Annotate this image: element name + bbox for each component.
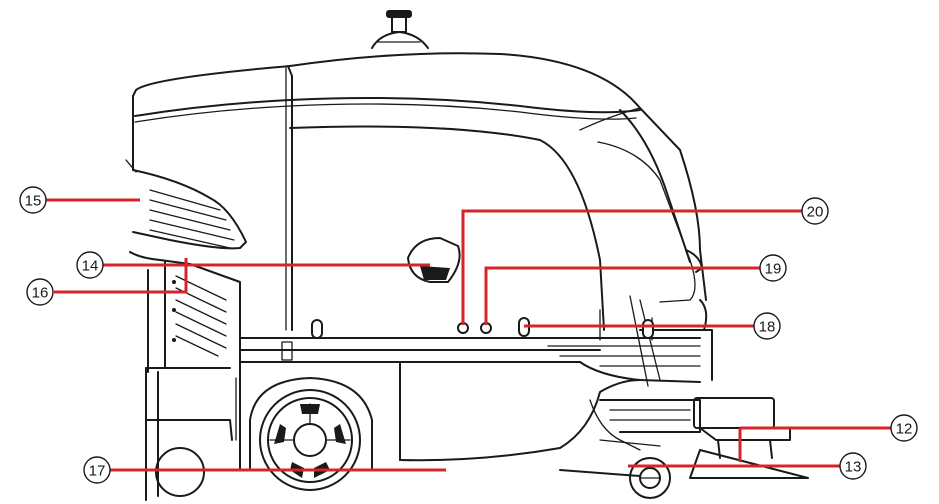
- roof-beacon: [371, 10, 429, 49]
- side-lamp: [407, 237, 461, 283]
- callout-15: 15: [19, 186, 47, 214]
- front-wheel: [629, 457, 671, 499]
- callout-17-circle: [83, 456, 111, 484]
- indicator-lamps: [457, 322, 492, 334]
- side-brush-assembly: [559, 397, 809, 479]
- callout-16-circle: [26, 278, 54, 306]
- callout-18-circle: [753, 312, 781, 340]
- callout-18-label: 18: [759, 319, 776, 336]
- callout-12: 12: [890, 414, 918, 442]
- callout-12-circle: [890, 414, 918, 442]
- callout-15-label: 15: [25, 193, 42, 210]
- callout-17-label: 17: [89, 463, 106, 480]
- callout-16: 16: [26, 278, 54, 306]
- callout-20-circle: [801, 197, 829, 225]
- callout-12-label: 12: [896, 421, 913, 438]
- callout-13: 13: [839, 452, 867, 480]
- callout-13-label: 13: [845, 459, 862, 476]
- callout-19-circle: [759, 254, 787, 282]
- canopy: [132, 52, 707, 331]
- callout-19: 19: [759, 254, 787, 282]
- rear-handle-frame: [145, 367, 237, 501]
- callout-18: 18: [753, 312, 781, 340]
- callout-14-label: 14: [82, 258, 99, 275]
- callout-14: 14: [76, 251, 104, 279]
- callout-15-circle: [19, 186, 47, 214]
- callout-20: 20: [801, 197, 829, 225]
- leader-lines: [45, 198, 892, 472]
- callout-19-label: 19: [765, 261, 782, 278]
- callout-17: 17: [83, 456, 111, 484]
- callout-13-circle: [839, 452, 867, 480]
- body-lower-band: [239, 295, 713, 471]
- callout-16-label: 16: [32, 285, 49, 302]
- callout-20-label: 20: [807, 204, 824, 221]
- rear-wheel: [249, 377, 373, 491]
- callout-14-circle: [76, 251, 104, 279]
- rear-vent-panel: [125, 159, 247, 250]
